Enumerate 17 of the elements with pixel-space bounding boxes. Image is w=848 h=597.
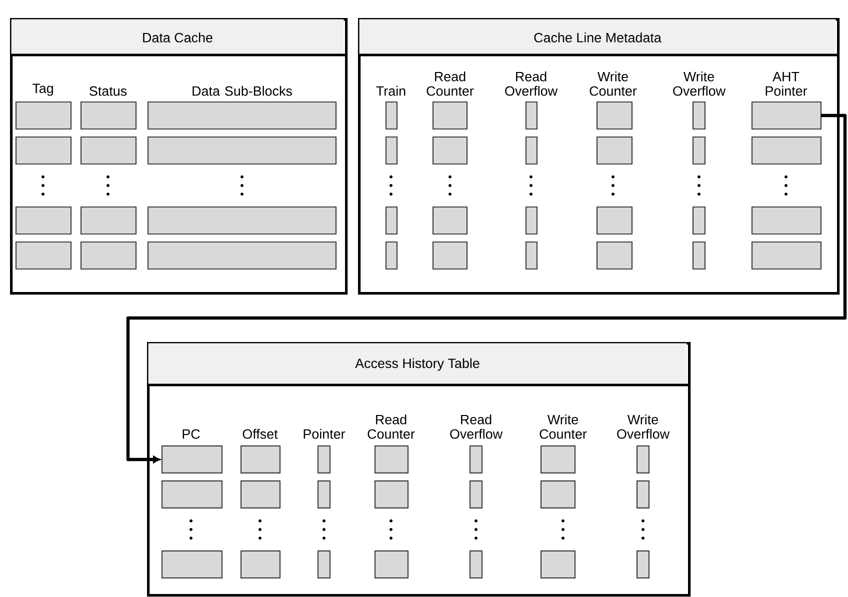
column-header: Data Sub-Blocks (192, 86, 292, 96)
column-header: Train (376, 86, 406, 96)
column-header: Write Counter (590, 71, 637, 96)
column-header: Write Overflow (617, 414, 670, 439)
column-header: Offset (242, 428, 278, 439)
column-header: Read Counter (368, 414, 415, 439)
column-header: Read Overflow (505, 71, 558, 96)
arrow (126, 114, 847, 464)
column-header: Pointer (304, 428, 346, 439)
storage-cell (161, 445, 223, 474)
column-header: Write Counter (540, 414, 587, 439)
storage-cell (751, 101, 822, 130)
column-header: Read Counter (426, 71, 474, 96)
column-header: Write Overflow (673, 71, 726, 96)
column-header: Read Overflow (450, 414, 503, 439)
column-header: Tag (32, 84, 53, 96)
column-header: Status (90, 86, 127, 96)
